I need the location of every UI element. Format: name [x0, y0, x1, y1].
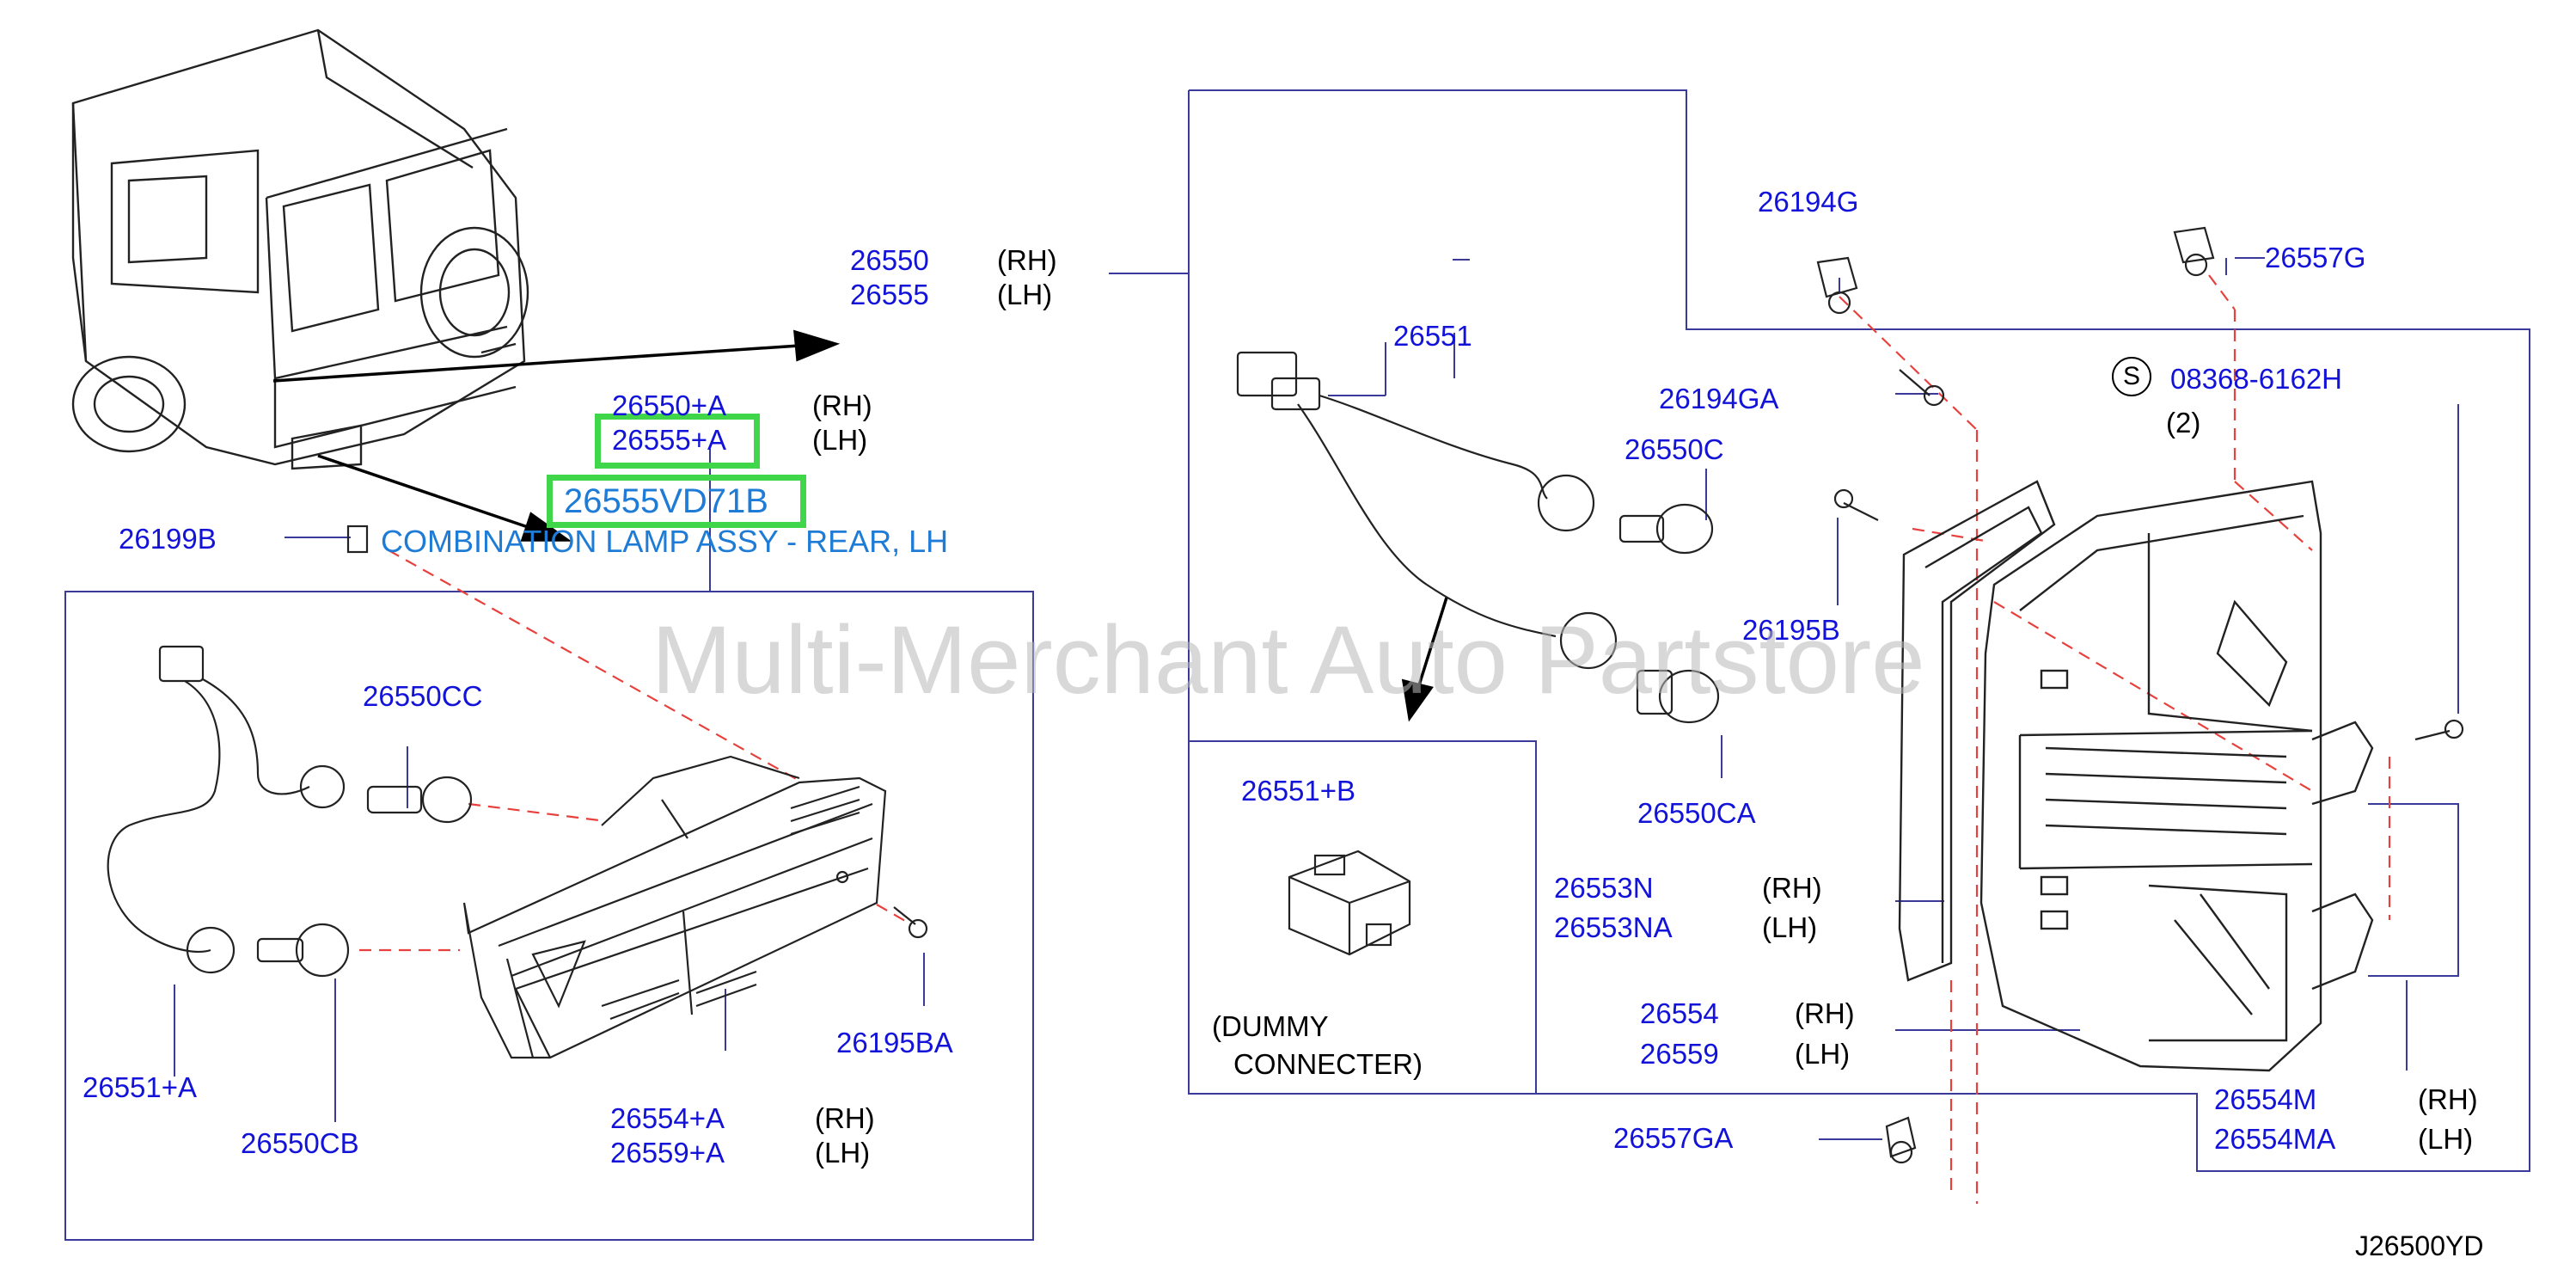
label-26554A[interactable]: 26554+A	[610, 1102, 725, 1134]
diagram-code: J26500YD	[2355, 1230, 2484, 1261]
side-rh: (RH)	[997, 244, 1057, 276]
highlight-part-number[interactable]: 26555VD71B	[564, 482, 768, 520]
label-26553NA[interactable]: 26553NA	[1554, 911, 1673, 943]
side-lh: (LH)	[1762, 911, 1818, 943]
dummy-connector-caption: (DUMMY CONNECTER)	[1212, 1008, 1423, 1083]
right-assembly-outline	[1188, 89, 2530, 1172]
label-26550A[interactable]: 26550+A	[612, 390, 727, 421]
label-26554M[interactable]: 26554M	[2214, 1083, 2317, 1115]
label-26554[interactable]: 26554	[1640, 997, 1719, 1029]
left-assembly-box	[64, 591, 1034, 1241]
label-26551A[interactable]: 26551+A	[83, 1071, 198, 1103]
vehicle-illustration	[71, 28, 529, 470]
label-26195BA[interactable]: 26195BA	[836, 1027, 953, 1058]
label-26199B[interactable]: 26199B	[119, 523, 217, 555]
label-26559[interactable]: 26559	[1640, 1038, 1719, 1070]
label-26554MA[interactable]: 26554MA	[2214, 1123, 2336, 1155]
label-26550CB[interactable]: 26550CB	[241, 1127, 359, 1159]
s-symbol-icon: S	[2112, 357, 2151, 396]
dummy-line2: CONNECTER)	[1233, 1047, 1423, 1080]
label-26553N[interactable]: 26553N	[1554, 872, 1654, 904]
label-26559A[interactable]: 26559+A	[610, 1137, 725, 1169]
side-lh: (LH)	[812, 424, 868, 456]
right-tail-lamp-illustration	[1898, 480, 2374, 1072]
label-26550CC[interactable]: 26550CC	[363, 680, 483, 712]
side-rh: (RH)	[1762, 872, 1822, 904]
label-26550[interactable]: 26550	[850, 244, 929, 276]
label-26551[interactable]: 26551	[1393, 320, 1472, 352]
watermark: Multi-Merchant Auto Partstore	[652, 606, 1925, 714]
side-lh: (LH)	[2418, 1123, 2474, 1155]
dummy-line1: (DUMMY	[1212, 1010, 1329, 1042]
side-lh: (LH)	[997, 279, 1053, 310]
side-rh: (RH)	[1795, 997, 1855, 1029]
right-harness-illustration	[1236, 226, 2464, 1164]
label-26550C[interactable]: 26550C	[1625, 433, 1724, 465]
label-26550CA[interactable]: 26550CA	[1637, 797, 1756, 829]
left-lamp-illustration	[107, 525, 928, 1059]
label-26551B[interactable]: 26551+B	[1241, 775, 1356, 807]
label-26195B[interactable]: 26195B	[1742, 614, 1840, 646]
label-26194G[interactable]: 26194G	[1758, 186, 1859, 218]
side-rh: (RH)	[2418, 1083, 2478, 1115]
highlight-box-26555A	[595, 414, 760, 469]
dummy-connector-box	[1189, 740, 1537, 1094]
side-lh: (LH)	[1795, 1038, 1851, 1070]
label-26555A[interactable]: 26555+A	[612, 424, 727, 456]
label-26557G[interactable]: 26557G	[2265, 242, 2366, 273]
side-rh: (RH)	[815, 1102, 875, 1134]
label-26194GA[interactable]: 26194GA	[1659, 383, 1779, 414]
highlight-box-part-number	[547, 475, 806, 528]
side-lh: (LH)	[815, 1137, 871, 1169]
label-26557GA[interactable]: 26557GA	[1613, 1122, 1734, 1154]
highlight-description: COMBINATION LAMP ASSY - REAR, LH	[381, 524, 949, 559]
label-26555[interactable]: 26555	[850, 279, 929, 310]
label-08368[interactable]: 08368-6162H	[2170, 363, 2342, 395]
quantity: (2)	[2166, 407, 2201, 439]
side-rh: (RH)	[812, 390, 872, 421]
